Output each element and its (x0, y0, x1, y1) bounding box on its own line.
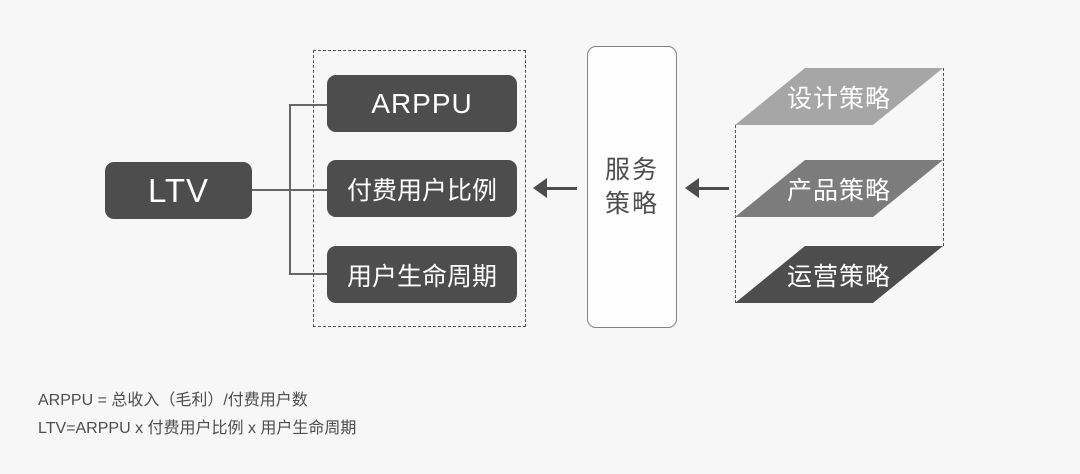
service-strategy-label: 服务 策略 (605, 153, 659, 221)
strategy-layer-design: 设计策略 (735, 68, 943, 125)
factor-box-paying-user-ratio: 付费用户比例 (327, 160, 517, 217)
connector-bottom (289, 273, 327, 275)
service-strategy-box: 服务 策略 (587, 46, 677, 328)
strategy-layer-operations: 运营策略 (735, 246, 943, 303)
right-arrow-shaft (698, 187, 729, 190)
stack-left-dashed-edge (735, 125, 736, 303)
left-arrow-shaft (546, 187, 577, 190)
strategy-label-product: 产品策略 (786, 176, 891, 205)
formula-arppu: ARPPU = 总收入（毛利）/付费用户数 (38, 392, 308, 409)
factor-box-arppu: ARPPU (327, 75, 517, 132)
factor-label-user-lifecycle: 用户生命周期 (346, 262, 497, 291)
right-arrow-icon (685, 178, 729, 198)
ltv-label: LTV (147, 171, 210, 209)
connector-vertical (289, 104, 291, 275)
ltv-box: LTV (105, 162, 252, 219)
right-arrow-head (685, 178, 699, 198)
formula-notes: ARPPU = 总收入（毛利）/付费用户数 LTV=ARPPU x 付费用户比例… (38, 387, 356, 443)
stack-right-dashed-edge (943, 68, 944, 246)
service-strategy-line2: 策略 (604, 190, 659, 218)
service-strategy-line1: 服务 (604, 156, 659, 184)
factor-label-arppu: ARPPU (371, 87, 473, 119)
left-arrow-icon (533, 178, 577, 198)
factor-box-user-lifecycle: 用户生命周期 (327, 246, 517, 303)
left-arrow-head (533, 178, 547, 198)
connector-top (289, 104, 327, 106)
factor-group-outline (313, 50, 526, 327)
strategy-layer-product: 产品策略 (735, 160, 943, 217)
factor-label-paying-user-ratio: 付费用户比例 (346, 176, 497, 205)
formula-ltv: LTV=ARPPU x 付费用户比例 x 用户生命周期 (38, 420, 357, 437)
strategy-label-design: 设计策略 (786, 84, 891, 113)
strategy-label-operations: 运营策略 (786, 262, 891, 291)
